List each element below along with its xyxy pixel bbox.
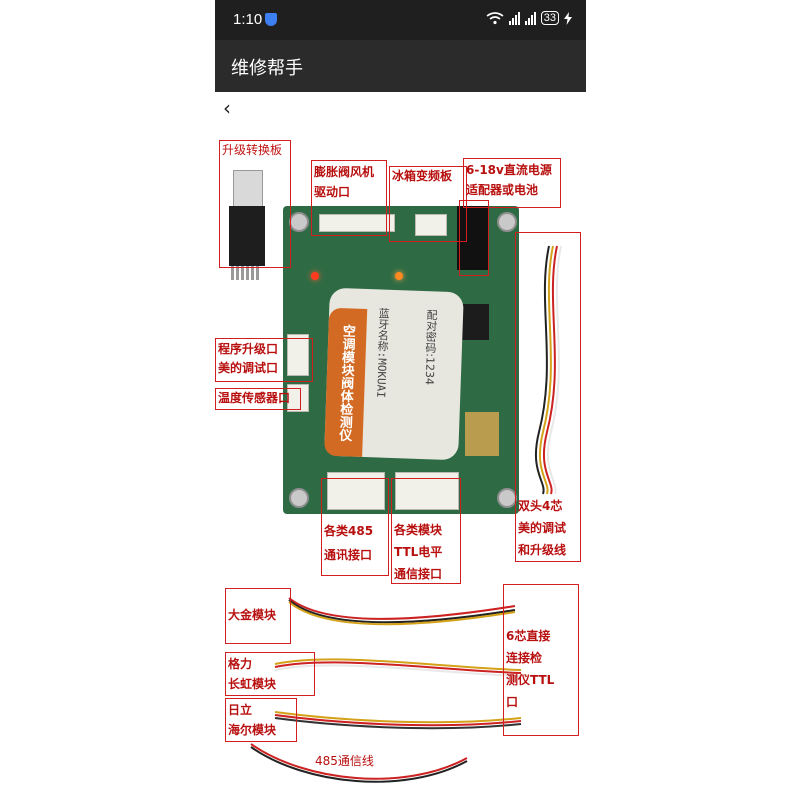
bluetooth-module: [465, 412, 499, 456]
rs485-callout: 各类485 通讯接口: [321, 478, 389, 576]
status-time: 1:10: [233, 11, 263, 28]
chevron-left-icon[interactable]: ‹: [223, 96, 231, 120]
power-highlight: [459, 200, 489, 276]
dc-jack: [457, 206, 489, 270]
cables-illustration: [250, 245, 562, 783]
app-bar: 维修帮手: [215, 40, 586, 92]
daikin-callout: 大金模块: [225, 588, 291, 644]
dual-head-callout: 双头4芯 美的调试 和升级线: [515, 232, 581, 562]
chip: [461, 304, 489, 340]
hitachi-callout: 日立 海尔模块: [225, 698, 297, 742]
upgrade-connector: [287, 334, 309, 376]
charging-icon: [564, 11, 572, 25]
sensor-connector: [287, 384, 309, 412]
six-core-callout: 6芯直接 连接检 测仪TTL 口: [503, 584, 579, 736]
expansion-valve-callout: 膨胀阀风机 驱动口: [311, 160, 387, 236]
screw: [497, 212, 517, 232]
screw: [289, 488, 309, 508]
status-bar: 1:10 33: [215, 0, 586, 40]
fridge-inverter-callout: 冰箱变频板: [389, 166, 467, 242]
signal-icon: [508, 11, 520, 25]
upgrade-board-pins: [231, 266, 263, 280]
power-callout: 6-18v直流电源 适配器或电池: [463, 158, 561, 208]
valve-connector: [319, 214, 395, 232]
upgrade-board-callout: 升级转换板: [219, 140, 291, 268]
upgrade-board-illustration: [229, 206, 265, 266]
battery-icon: 33: [540, 11, 559, 25]
fridge-connector: [415, 214, 447, 236]
app-title: 维修帮手: [231, 58, 303, 79]
signal-icon: [524, 11, 536, 25]
gree-callout: 格力 长虹模块: [225, 652, 315, 696]
rs485-cable-label: 485通信线: [315, 754, 374, 768]
phone-screen: 1:10 33 维修帮手 ‹: [215, 0, 586, 800]
screw: [497, 488, 517, 508]
wifi-icon: [486, 12, 504, 25]
ttl-callout: 各类模块 TTL电平 通信接口: [391, 478, 461, 584]
red-led: [311, 272, 319, 280]
temp-sensor-callout: 温度传感器口: [215, 388, 301, 410]
orange-led: [395, 272, 403, 280]
status-icons: 33: [486, 11, 572, 25]
shield-icon: [265, 13, 277, 26]
nav-row: ‹: [215, 92, 586, 122]
product-image: 空调模块阀体检测仪 蓝牙名称:MOKUAI 配对密码:1234 升级转换板 膨胀…: [215, 122, 586, 800]
program-upgrade-callout: 程序升级口 美的调试口: [215, 338, 313, 382]
